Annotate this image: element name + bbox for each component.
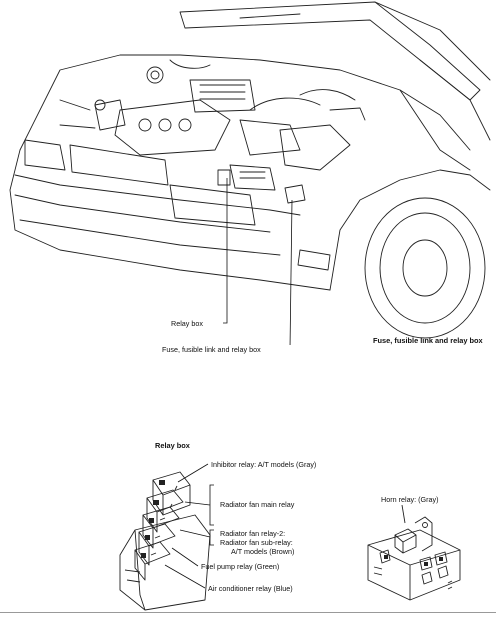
bottom-divider [0, 612, 496, 613]
fuse-box-label: Fuse, fusible link and relay box [162, 345, 261, 354]
callout-radiator-fan-main-relay: Radiator fan main relay [220, 500, 295, 509]
fuse-box-illustration [367, 505, 461, 601]
relay-box-label: Relay box [171, 319, 203, 328]
relay-box-title: Relay box [155, 441, 190, 450]
callout-at-models-brown: A/T models (Brown) [231, 547, 295, 556]
car-engine-bay-illustration [9, 1, 491, 345]
relay-box-illustration [119, 471, 211, 611]
callout-air-conditioner-relay: Air conditioner relay (Blue) [208, 584, 293, 593]
callout-radiator-fan-sub-relay: Radiator fan sub-relay: [220, 538, 293, 547]
callout-fuel-pump-relay: Fuel pump relay (Green) [201, 562, 280, 571]
callout-radiator-fan-relay-2: Radiator fan relay-2: [220, 529, 286, 538]
horn-relay-label: Horn relay: (Gray) [381, 495, 439, 504]
callout-inhibitor-relay: Inhibitor relay: A/T models (Gray) [211, 460, 317, 469]
fuse-box-title: Fuse, fusible link and relay box [373, 336, 483, 345]
